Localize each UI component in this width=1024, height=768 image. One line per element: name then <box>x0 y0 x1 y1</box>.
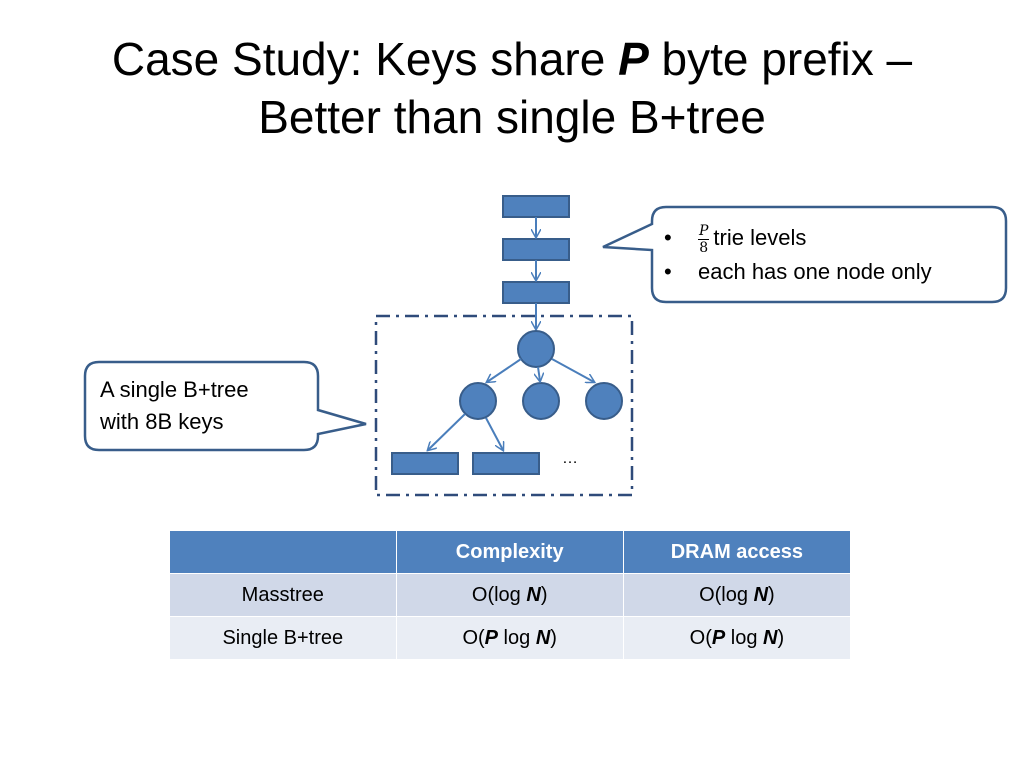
arrow-root-right <box>551 358 594 382</box>
table-header-dram-access: DRAM access <box>622 530 852 574</box>
trie-node-1 <box>502 195 570 218</box>
table-header-complexity: Complexity <box>395 530 624 574</box>
callout-left-line-1: A single B+tree <box>100 377 249 402</box>
table-header-empty <box>169 530 397 574</box>
arrow-root-middle <box>538 366 540 381</box>
btree-child-node-right <box>585 382 623 420</box>
row-label-masstree: Masstree <box>169 573 397 617</box>
callout-left-line-2: with 8B keys <box>100 409 224 434</box>
masstree-dram-access: O(log N) <box>622 573 852 617</box>
title-line-2: Better than single B+tree <box>258 91 766 143</box>
single-btree-dram-access: O(P log N) <box>622 616 852 660</box>
callout-left-bubble <box>83 360 367 452</box>
masstree-complexity: O(log N) <box>395 573 624 617</box>
single-btree-complexity: O(P log N) <box>395 616 624 660</box>
callout-left-text: A single B+tree with 8B keys <box>100 374 249 438</box>
slide-title: Case Study: Keys share P byte prefix – B… <box>0 30 1024 146</box>
more-leaves-ellipsis: … <box>562 450 578 467</box>
arrow-left-leaf-2 <box>485 417 503 450</box>
arrow-left-leaf-1 <box>428 413 466 450</box>
trie-node-2 <box>502 238 570 261</box>
table-row: Masstree O(log N) O(log N) <box>169 573 852 617</box>
btree-child-node-middle <box>522 382 560 420</box>
row-label-single-btree: Single B+tree <box>169 616 397 660</box>
btree-leaf-node-1 <box>391 452 459 475</box>
callout-right-item-one-node: each has one node only <box>652 256 932 288</box>
table-header-row: Complexity DRAM access <box>169 530 852 574</box>
btree-boundary-box <box>374 314 634 497</box>
title-prefix-variable: P <box>618 33 649 85</box>
arrow-root-left <box>487 358 522 382</box>
btree-leaf-node-2 <box>472 452 540 475</box>
table-row: Single B+tree O(P log N) O(P log N) <box>169 616 852 660</box>
trie-node-3 <box>502 281 570 304</box>
btree-child-node-left <box>459 382 497 420</box>
p-over-8-fraction: P8 <box>698 222 710 256</box>
title-line-1: Case Study: Keys share P byte prefix – <box>111 33 913 85</box>
complexity-table: Complexity DRAM access Masstree O(log N)… <box>169 530 852 660</box>
btree-root-node <box>517 330 555 368</box>
